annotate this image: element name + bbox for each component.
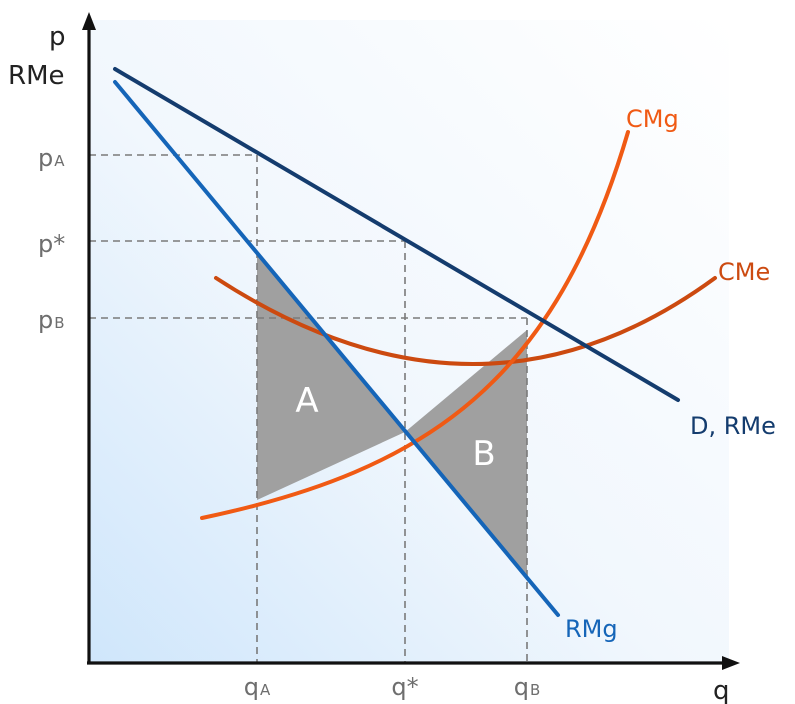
marginal-revenue-curve [113, 80, 560, 617]
marginal-cost-label: CMg [626, 105, 679, 133]
region-a-label: A [295, 381, 318, 421]
region-b [405, 330, 527, 578]
x-tick-qstar: q* [391, 673, 418, 701]
region-b-label: B [472, 434, 495, 474]
region-a [257, 254, 405, 500]
x-tick-qa: qA [244, 673, 271, 701]
y-tick-pa: pA [38, 144, 65, 172]
average-cost-label: CMe [718, 258, 770, 286]
axes [82, 12, 740, 670]
demand-curve [113, 67, 680, 402]
x-axis-arrow [722, 656, 740, 670]
y-axis-title: p [49, 22, 66, 52]
y-tick-pb: pB [38, 306, 65, 334]
y-tick-pstar: p* [38, 230, 65, 258]
plot-background [89, 20, 729, 663]
marginal-cost-curve [200, 130, 630, 520]
average-cost-curve [214, 276, 717, 366]
y-axis-arrow [82, 12, 96, 30]
x-axis-title: q [713, 676, 730, 704]
marginal-revenue-label: RMg [565, 615, 618, 643]
y-axis-subtitle: RMe [8, 61, 65, 91]
demand-label: D, RMe [690, 412, 776, 440]
x-tick-qb: qB [514, 673, 541, 701]
